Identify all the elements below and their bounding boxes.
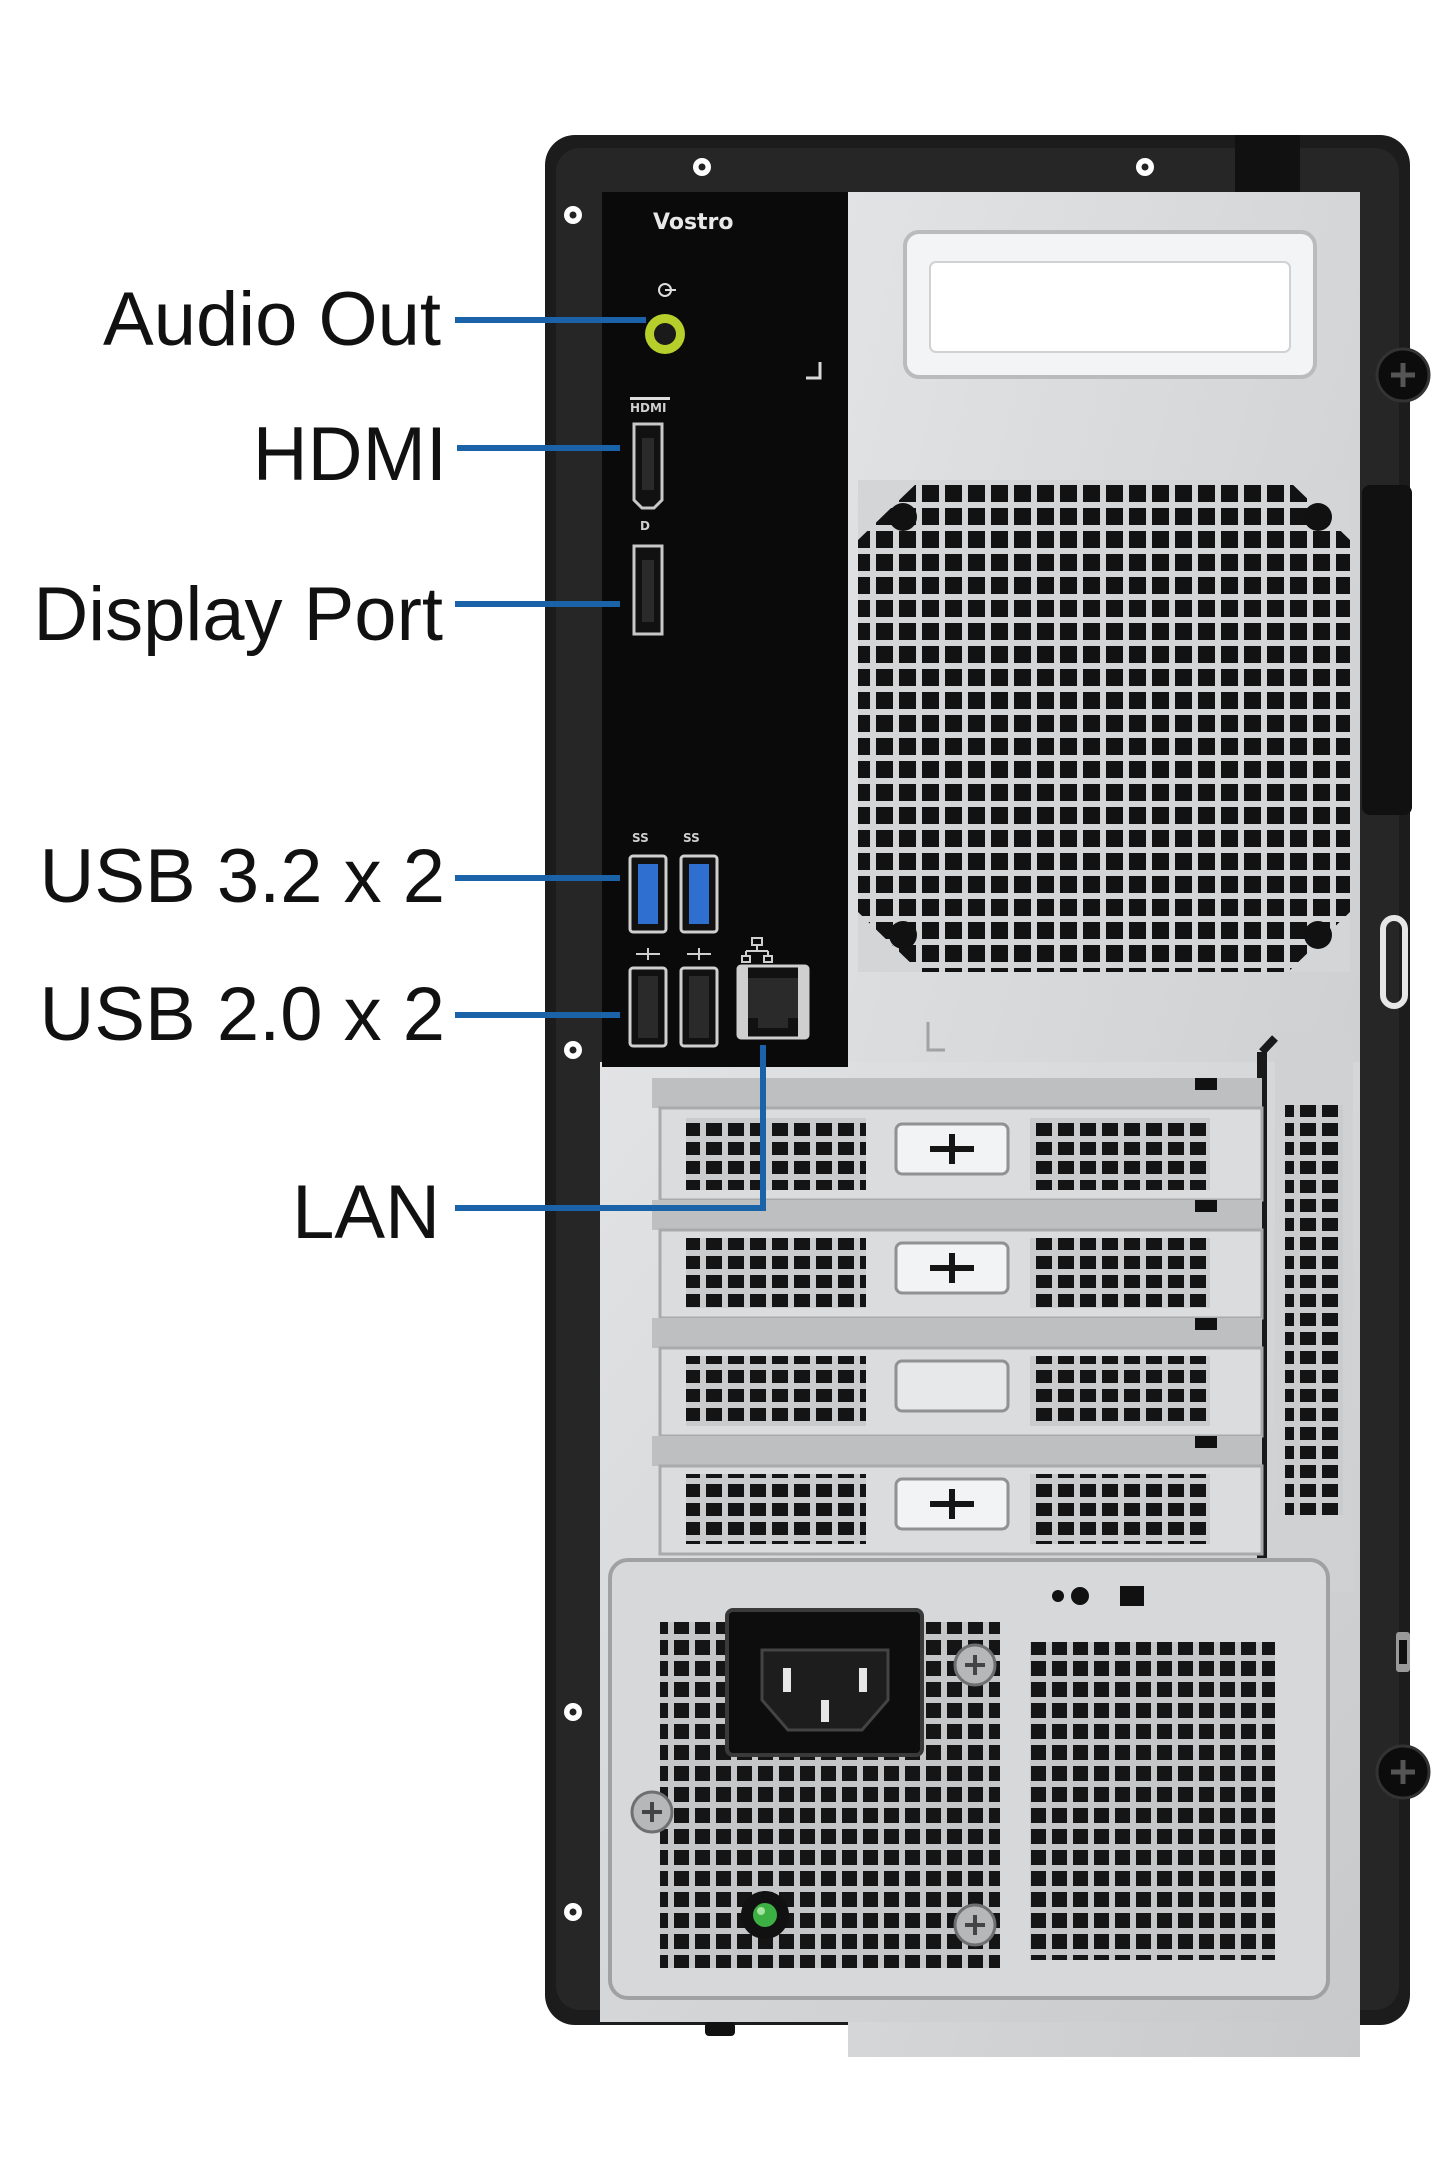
side-panel-handle [1362,485,1412,815]
frame-screw-holes [564,158,1154,1921]
padlock-loop [1380,915,1408,1009]
hdmi-port: HDMI [630,397,670,510]
label-lan: LAN [292,1170,440,1255]
label-usb-2-0: USB 2.0 x 2 [39,972,445,1057]
power-inlet-icon [725,1608,924,1757]
usb3-port-symbol: SS [683,831,700,845]
lan-port [736,937,810,1040]
callout-audio-out: Audio Out [103,277,646,362]
label-display-port: Display Port [33,572,443,657]
displayport-port: D [632,519,664,636]
usb3-port-symbol: SS [632,831,649,845]
power-led-icon [741,1891,789,1939]
displayport-port-symbol: D [640,519,650,533]
callout-lan: LAN [292,1045,766,1255]
rear-io-panel: Vostro HDMI D SS SS [602,192,848,1067]
power-supply-unit [608,1558,1330,2000]
usb-2-0-ports [628,948,719,1048]
expansion-slot-cover [652,1318,1264,1438]
callout-usb-3-2: USB 3.2 x 2 [39,834,620,919]
case-foot-left [705,2022,735,2036]
brand-logo: Vostro [653,210,734,235]
expansion-slot-cover [652,1200,1264,1320]
psu-screw-icon [630,1790,674,1834]
fan-screw-hole [889,503,917,531]
label-usb-3-2: USB 3.2 x 2 [39,834,445,919]
audio-out-jack [645,283,685,354]
network-icon [741,937,773,963]
usb-3-2-ports: SS SS [628,831,719,934]
thumbscrew-icon [1375,347,1431,403]
lock-slot-icon [1396,1632,1410,1672]
callout-hdmi: HDMI [253,412,620,497]
label-audio-out: Audio Out [103,277,441,362]
expansion-slot-cover [652,1078,1264,1202]
callout-display-port: Display Port [33,572,620,657]
fan-screw-hole [1304,921,1332,949]
fan-screw-hole [1304,503,1332,531]
psu-screw-icon [953,1643,997,1687]
psu-screw-icon [953,1903,997,1947]
hdmi-port-symbol: HDMI [630,401,666,415]
expansion-slots [652,1032,1353,1592]
callout-usb-2-0: USB 2.0 x 2 [39,972,620,1057]
fan-screw-hole [889,921,917,949]
thumbscrew-icon [1375,1744,1431,1800]
label-hdmi: HDMI [253,412,447,497]
expansion-slot-cover [652,1436,1264,1556]
fan-vent-grill [858,480,1350,972]
